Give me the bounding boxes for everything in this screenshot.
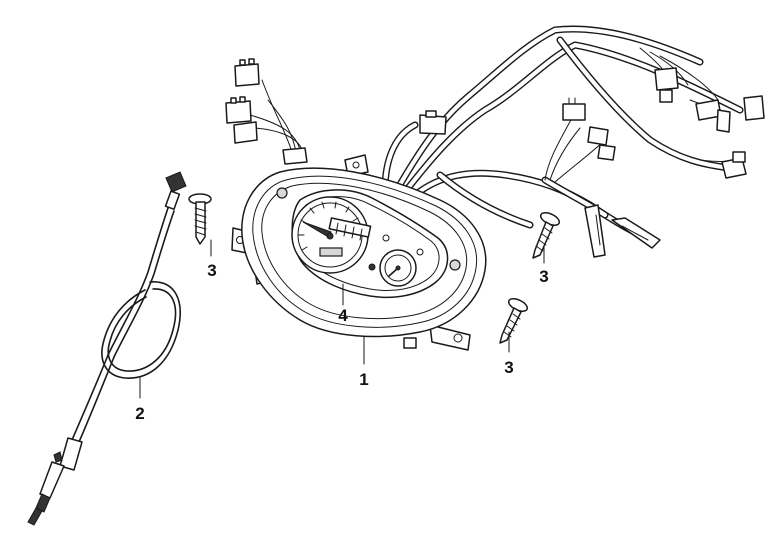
connector-icon [225,96,252,124]
indicator-lamp-icon [382,234,390,242]
connector-icon [743,95,765,121]
connector-icon [587,126,616,161]
meter-face [291,196,424,287]
connector-icon [419,110,447,135]
callout-label-4: 4 [338,306,348,325]
callout-label-1: 1 [359,370,368,389]
connector-icon [721,151,747,179]
callout-label-3-right-upper: 3 [539,267,548,286]
connector-icon [233,121,258,144]
connector-icon [695,99,731,133]
connector-icon [654,67,679,103]
indicator-lamp-icon [368,263,376,271]
screw-right-upper [532,212,561,259]
callout-label-3-right-lower: 3 [504,358,513,377]
screw-left [188,193,212,245]
indicator-lamp-icon [416,248,424,256]
callout-label-3-left: 3 [207,261,216,280]
callout-label-2: 2 [135,404,144,423]
connector-icon [562,97,586,121]
connector-icon [234,58,260,87]
screw-right-lower [499,298,529,344]
meter-wire-leads [249,79,308,165]
speedometer-cable [27,171,187,526]
leader-lines [139,239,545,399]
